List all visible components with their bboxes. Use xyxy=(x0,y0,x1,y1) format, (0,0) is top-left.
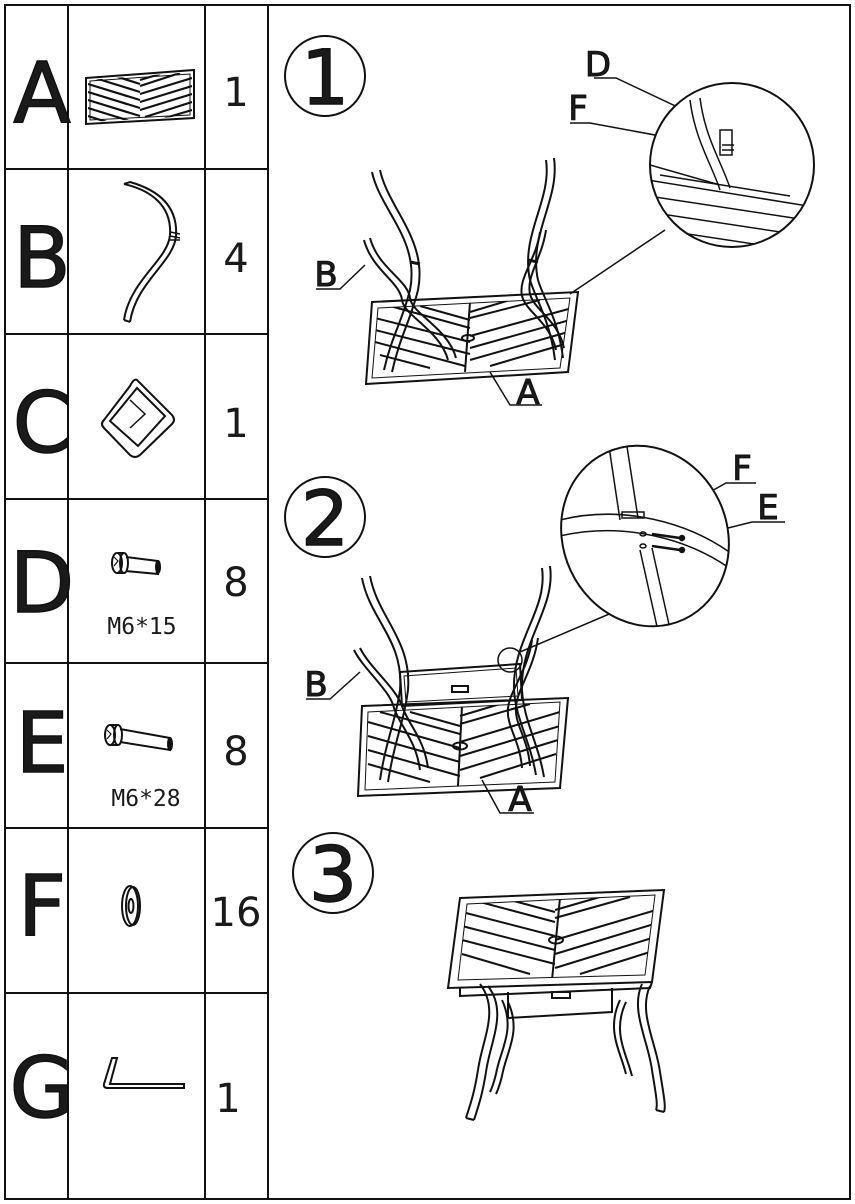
part-qty-b: 4 xyxy=(223,236,248,282)
step-1-zoom-detail xyxy=(649,82,815,248)
umbrella-ring-icon xyxy=(101,378,175,458)
step-1-callout-b: B xyxy=(314,255,337,295)
step-1-badge xyxy=(284,35,366,117)
step-2-callout-b: B xyxy=(304,665,327,705)
part-letter-c: C xyxy=(13,374,72,472)
part-qty-e: 8 xyxy=(223,729,248,775)
allen-key-icon xyxy=(102,1057,185,1089)
tabletop-icon xyxy=(85,68,195,126)
step-3-number: 3 xyxy=(309,830,357,919)
step-1-callout-f: F xyxy=(568,89,588,129)
long-bolt-icon xyxy=(104,724,173,752)
step-2-number: 2 xyxy=(301,474,349,563)
step-1-callout-d: D xyxy=(585,45,611,85)
part-qty-d: 8 xyxy=(223,560,248,606)
part-qty-g: 1 xyxy=(215,1076,240,1122)
step-1-callout-a: A xyxy=(516,373,539,413)
part-letter-d: D xyxy=(10,534,75,632)
part-quantities: 1 4 1 8 8 16 1 xyxy=(211,70,262,1122)
parts-table-grid xyxy=(4,4,851,1200)
part-qty-a: 1 xyxy=(223,70,248,116)
washer-icon xyxy=(121,885,141,927)
step-2-badge xyxy=(284,476,366,558)
part-letter-f: F xyxy=(18,857,66,955)
part-letters: A B C D E F G xyxy=(9,43,76,1138)
step-2-zoom-detail xyxy=(559,439,741,641)
step-2-callout-a: A xyxy=(508,780,531,820)
step-3-diagram: 3 xyxy=(292,829,666,1121)
part-spec-e: M6*28 xyxy=(111,786,180,812)
step-2-callout-f: F xyxy=(732,449,752,489)
step-1-diagram: 1 xyxy=(284,32,815,414)
part-letter-a: A xyxy=(13,44,70,142)
step-3-badge xyxy=(292,832,374,914)
part-letter-b: B xyxy=(13,209,71,307)
table-leg-icon xyxy=(123,181,181,323)
step-2-diagram: 2 xyxy=(284,439,785,821)
part-qty-f: 16 xyxy=(211,890,262,936)
step-1-number: 1 xyxy=(301,33,349,122)
part-spec-d: M6*15 xyxy=(107,614,176,640)
short-bolt-icon xyxy=(111,552,161,576)
step-2-callout-e: E xyxy=(757,488,778,528)
part-letter-g: G xyxy=(9,1039,74,1137)
part-qty-c: 1 xyxy=(223,401,248,447)
part-letter-e: E xyxy=(15,694,68,792)
